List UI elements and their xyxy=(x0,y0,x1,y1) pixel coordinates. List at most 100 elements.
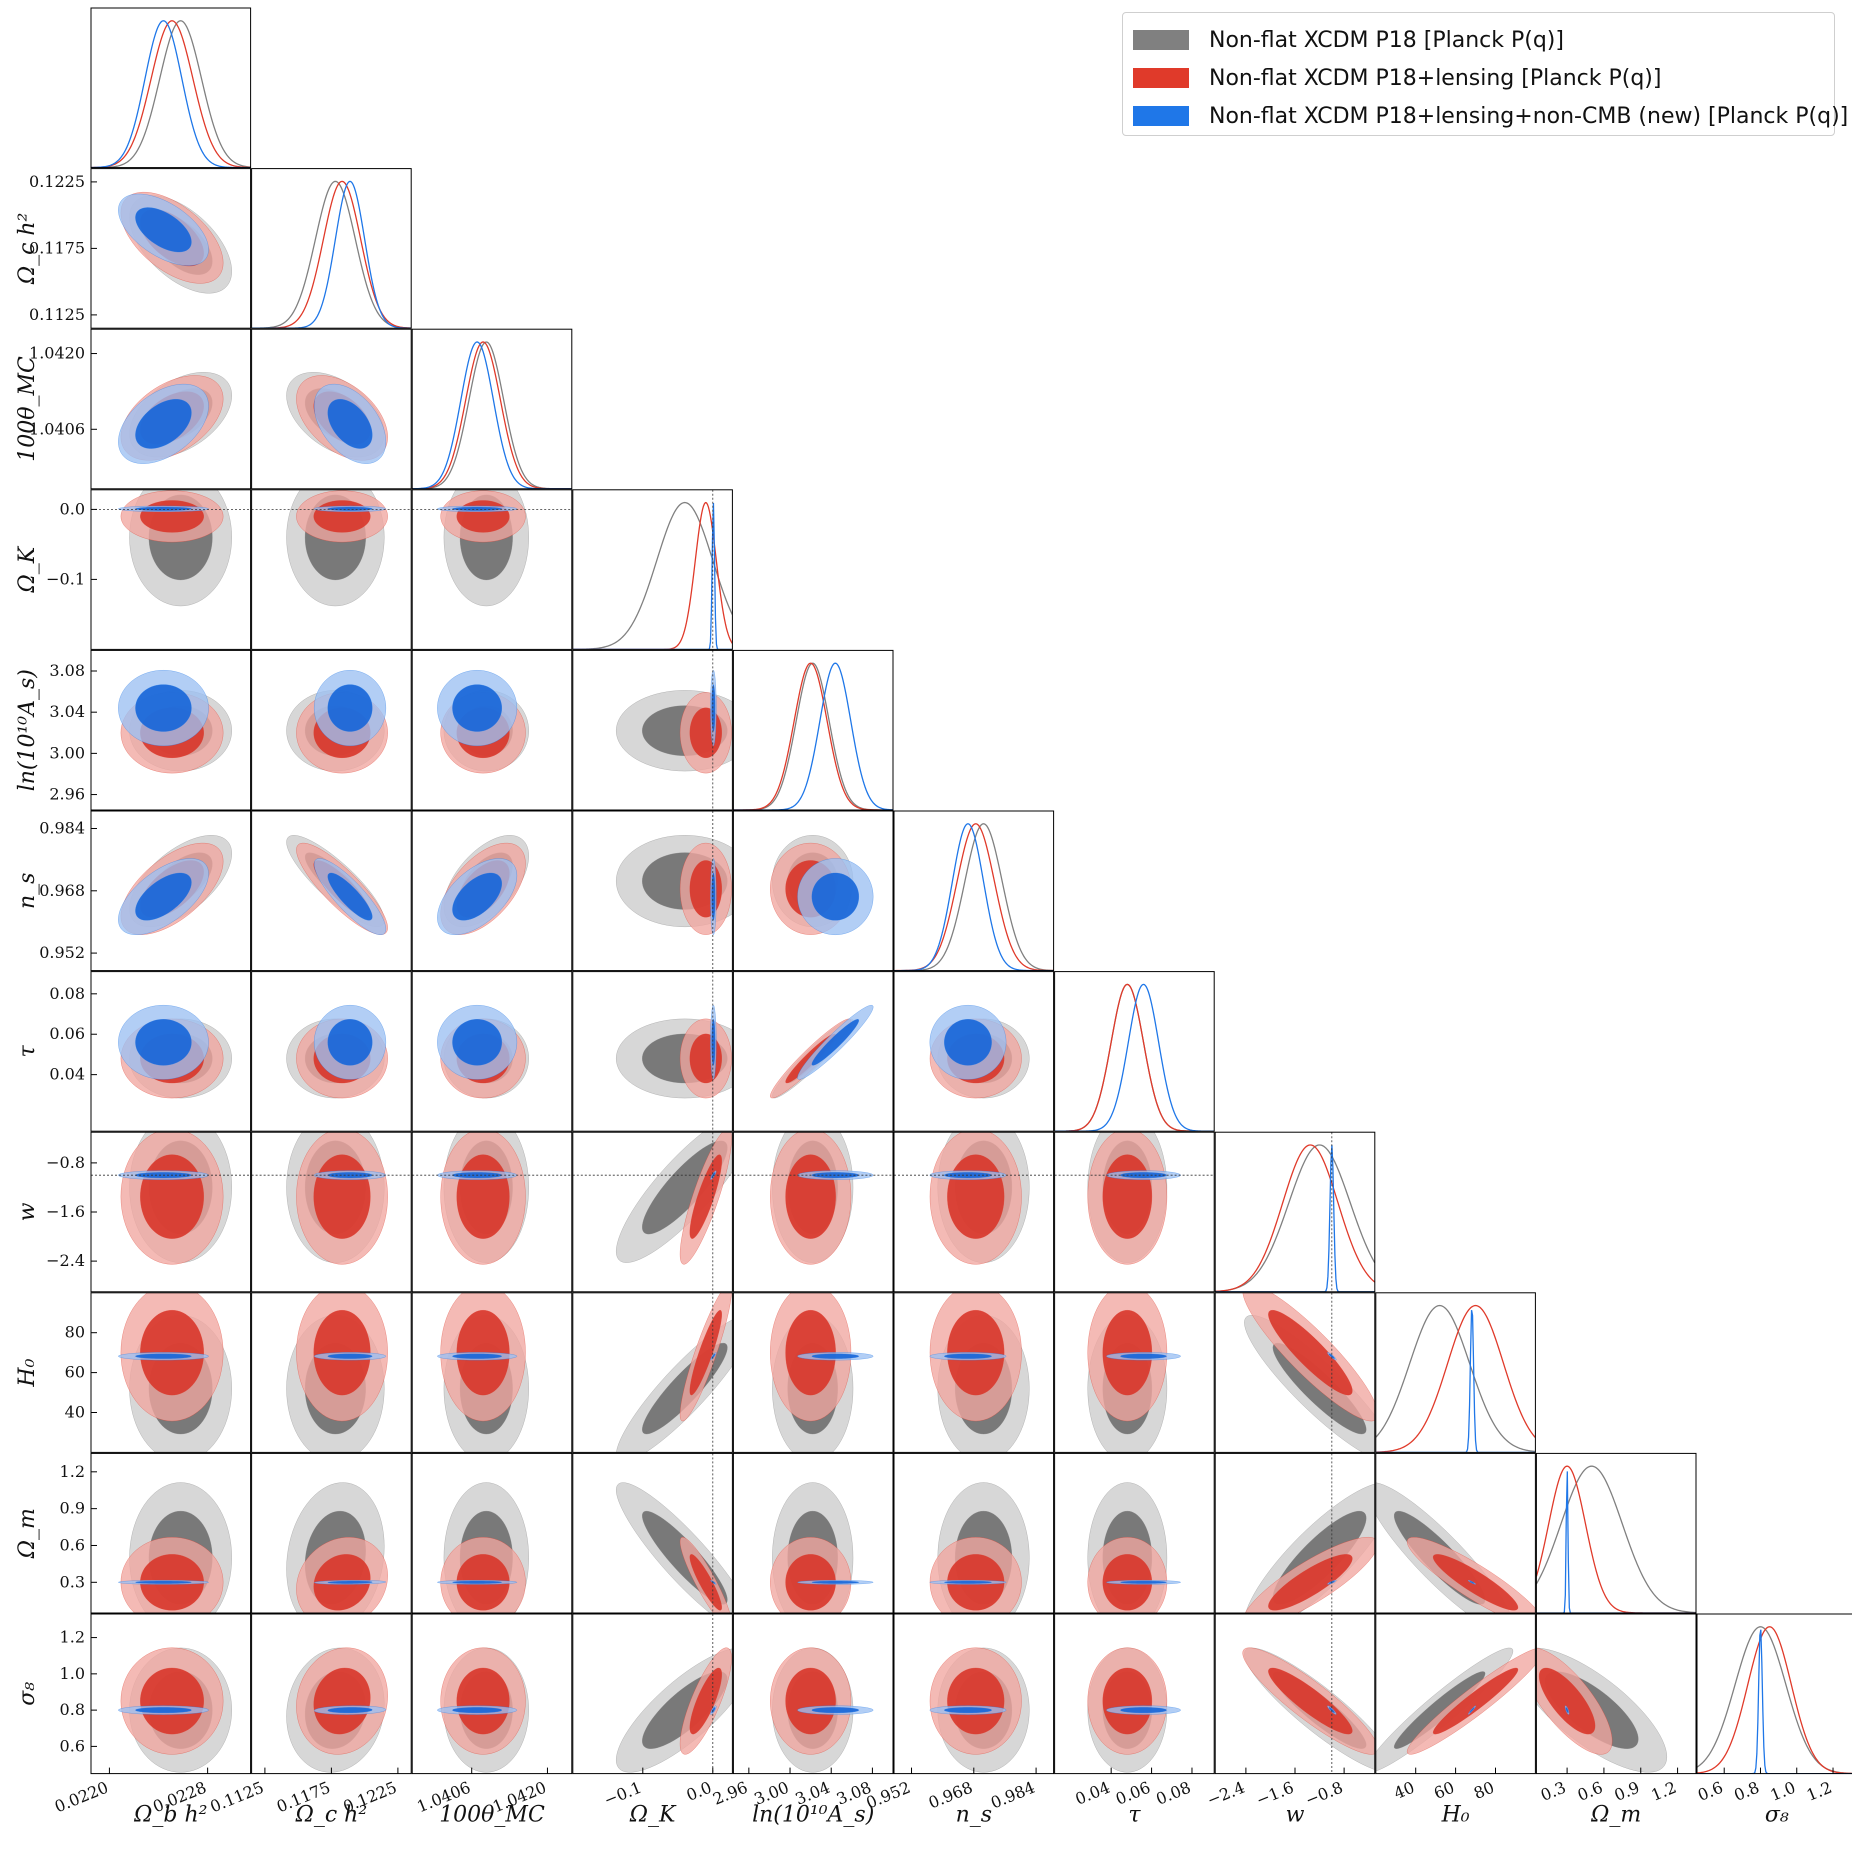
y-axis-label: τ xyxy=(15,1044,40,1057)
panel-5-1 xyxy=(286,835,388,936)
y-axis-label: Ω_m xyxy=(15,1508,40,1559)
panel-1-0 xyxy=(118,191,233,294)
panel-frame xyxy=(251,810,412,972)
panel-frame xyxy=(732,1131,894,1293)
x-tick-label: 0.9 xyxy=(1612,1778,1643,1805)
y-axis-label: n_s xyxy=(15,873,40,909)
contour-68 xyxy=(452,1580,503,1584)
legend-entry-p18: Non-flat XCDM P18 [Planck P(q)] xyxy=(1123,21,1834,59)
panel-frame xyxy=(90,1613,252,1775)
panel-frame xyxy=(411,1452,573,1614)
contour-68 xyxy=(452,1353,503,1359)
panel-frame xyxy=(411,489,573,650)
contour-68 xyxy=(327,684,373,732)
panel-2-0 xyxy=(118,372,233,464)
panel-9-6 xyxy=(1087,1482,1181,1614)
x-tick-label: −0.8 xyxy=(1302,1778,1345,1810)
y-tick-label: −2.4 xyxy=(46,1251,85,1270)
marginal-curve xyxy=(1375,1304,1536,1453)
marginal-curve xyxy=(1697,1626,1852,1774)
panel-0-0 xyxy=(91,20,251,168)
panel-8-0 xyxy=(118,1292,233,1453)
contour-68 xyxy=(140,500,205,533)
y-axis-label: w xyxy=(15,1202,40,1221)
contour-68 xyxy=(135,398,192,449)
panel-4-1 xyxy=(286,669,388,774)
panel-5-2 xyxy=(437,835,529,936)
y-tick-label: 0.0 xyxy=(60,499,85,518)
panel-8-8 xyxy=(1375,1304,1536,1453)
panel-10-1 xyxy=(286,1647,388,1773)
marginal-curve xyxy=(572,501,733,650)
contour-68 xyxy=(785,1309,836,1396)
marginal-curve xyxy=(1054,983,1215,1132)
panel-5-0 xyxy=(118,835,233,936)
y-tick-label: 3.00 xyxy=(49,743,85,762)
panel-7-0 xyxy=(91,1132,251,1265)
panel-9-5 xyxy=(929,1482,1030,1614)
contour-68 xyxy=(135,1707,192,1714)
x-axis-label: Ω_m xyxy=(1590,1803,1641,1828)
panel-frame xyxy=(411,810,573,972)
contour-68 xyxy=(327,1019,373,1066)
contour-68 xyxy=(711,684,716,732)
x-tick-label: 0.6 xyxy=(1695,1778,1726,1805)
panel-8-6 xyxy=(1087,1292,1181,1453)
panel-5-4 xyxy=(770,835,874,936)
x-tick-label: 80 xyxy=(1471,1778,1497,1803)
contour-68 xyxy=(327,1353,373,1359)
marginal-curve xyxy=(894,823,1054,971)
y-tick-label: 0.8 xyxy=(60,1700,85,1719)
x-axis-label: Ω_K xyxy=(629,1803,677,1828)
marginal-curve xyxy=(91,20,251,168)
marginal-curve xyxy=(894,823,1054,971)
marginal-curve xyxy=(1375,1304,1536,1453)
contour-68 xyxy=(456,1154,510,1239)
panel-frame xyxy=(1214,1131,1376,1293)
panel-3-1 xyxy=(251,489,412,607)
panel-frame xyxy=(1214,1452,1376,1614)
panel-frame xyxy=(1535,1613,1697,1775)
panel-frame xyxy=(732,1613,894,1775)
legend-label: Non-flat XCDM P18+lensing+non-CMB (new) … xyxy=(1209,103,1849,129)
panel-frame xyxy=(1375,1452,1536,1614)
legend-label: Non-flat XCDM P18+lensing [Planck P(q)] xyxy=(1209,65,1662,91)
panel-frame xyxy=(1375,1292,1536,1453)
contour-68 xyxy=(135,1580,192,1584)
contour-68 xyxy=(1432,1554,1519,1611)
panel-frame xyxy=(572,1452,733,1614)
contour-68 xyxy=(811,1019,860,1066)
x-tick-label: 0.04 xyxy=(1073,1778,1113,1809)
y-tick-label: 0.952 xyxy=(39,943,85,962)
y-tick-label: 0.6 xyxy=(60,1535,85,1554)
panel-frame xyxy=(572,649,733,811)
x-tick-label: 0.3 xyxy=(1538,1778,1569,1805)
contour-68 xyxy=(313,1154,371,1239)
contour-68 xyxy=(689,707,723,759)
panel-8-2 xyxy=(437,1292,529,1453)
contour-68 xyxy=(135,1353,192,1359)
y-tick-label: 1.0406 xyxy=(29,419,85,438)
x-axis-label: w xyxy=(1286,1803,1305,1828)
panel-8-7 xyxy=(1242,1292,1375,1453)
y-tick-label: 0.04 xyxy=(49,1065,85,1084)
marginal-curve xyxy=(1215,1144,1375,1292)
contour-68 xyxy=(313,1667,371,1735)
panel-6-0 xyxy=(118,1004,233,1099)
contour-68 xyxy=(1469,1707,1475,1714)
panel-6-3 xyxy=(615,971,733,1132)
panel-2-1 xyxy=(286,372,388,464)
contour-68 xyxy=(135,506,192,511)
marginal-curve xyxy=(91,20,251,168)
contour-68 xyxy=(785,1667,836,1735)
contour-68 xyxy=(1538,1667,1596,1735)
panel-8-1 xyxy=(286,1292,388,1453)
panel-9-1 xyxy=(286,1482,388,1614)
panel-frame xyxy=(572,1131,733,1293)
panel-frame xyxy=(251,168,412,329)
panel-frame xyxy=(1054,1292,1215,1453)
y-tick-label: 1.0420 xyxy=(29,344,85,363)
contour-68 xyxy=(1469,1580,1475,1584)
panel-frame xyxy=(1214,1292,1376,1453)
marginal-curve xyxy=(1536,1465,1696,1614)
